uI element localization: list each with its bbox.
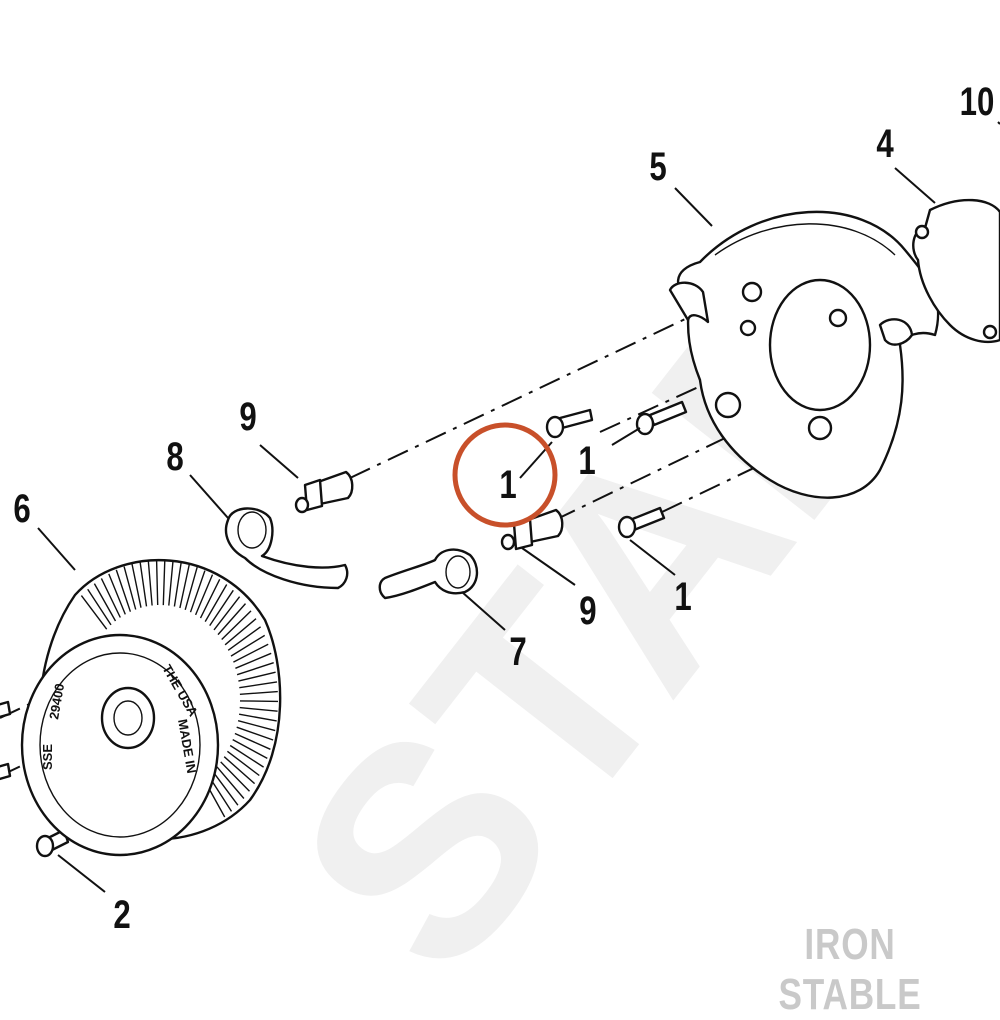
screw-2 (35, 828, 70, 858)
hose-fitting-7 (378, 548, 479, 600)
screw-group (0, 400, 688, 858)
air-filter-element: THE USA MADE IN 29400 SSE (20, 558, 282, 857)
backing-plate (668, 210, 940, 499)
breather-bolt-lower (500, 508, 564, 551)
screw-left-2 (0, 762, 12, 781)
filter-marking-code: SSE (40, 744, 55, 770)
callout-7: 7 (509, 629, 526, 674)
hose-fitting-8 (224, 507, 349, 590)
screw-upper (545, 408, 594, 439)
callout-5: 5 (649, 144, 666, 189)
callout-9-lower: 9 (579, 588, 596, 633)
filter-marking-part-no: 29400 (46, 682, 67, 720)
callout-9-upper: 9 (239, 394, 256, 439)
callout-labels: 10 4 5 9 8 1 1 6 9 1 7 2 (13, 79, 994, 937)
callout-1-circled: 1 (499, 462, 516, 507)
callout-1-lower: 1 (674, 574, 691, 619)
callout-1-middle: 1 (578, 438, 595, 483)
callout-10: 10 (960, 79, 995, 124)
callout-4: 4 (876, 121, 893, 166)
breather-bolt-upper (294, 470, 354, 514)
callout-2: 2 (113, 892, 130, 937)
screw-middle (635, 400, 688, 436)
screw-lower (617, 506, 666, 539)
screw-left-1 (0, 700, 12, 719)
highlight-circle (452, 422, 558, 528)
gasket (912, 198, 1000, 344)
callout-8: 8 (166, 434, 183, 479)
brand-logo-text: IRON STABLE (778, 920, 922, 1019)
callout-6: 6 (13, 486, 30, 531)
